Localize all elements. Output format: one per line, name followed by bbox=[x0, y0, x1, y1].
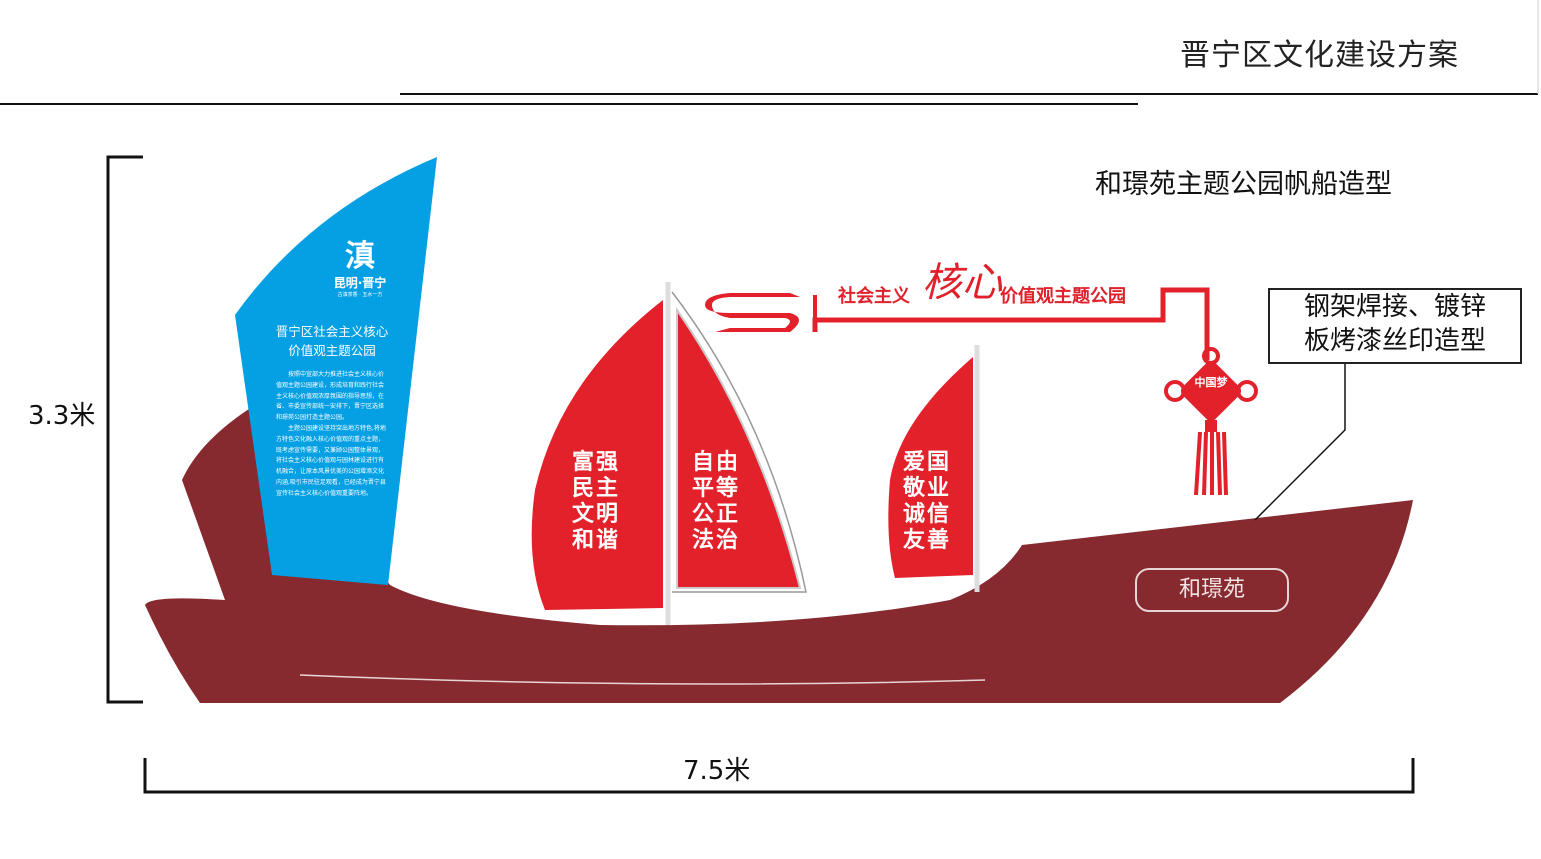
right-sail-values: 爱国 敬业 诚信 友善 bbox=[903, 450, 951, 554]
middle-red-sail bbox=[676, 306, 802, 589]
knot-text: 中国梦 bbox=[1194, 376, 1228, 389]
value-word: 和谐 bbox=[572, 528, 621, 553]
heading-line: 晋宁区社会主义核心 bbox=[275, 324, 389, 339]
banner-text-left: 社会主义 bbox=[838, 286, 910, 307]
value-word: 法治 bbox=[692, 528, 741, 553]
page-title: 晋宁区文化建设方案 bbox=[1180, 38, 1459, 73]
left-sail-values: 富强 民主 文明 和谐 bbox=[572, 450, 620, 554]
value-word: 平等 bbox=[692, 476, 741, 501]
height-dimension-label: 3.3米 bbox=[28, 401, 96, 431]
logo-text: 昆明·晋宁 bbox=[333, 276, 387, 290]
callout-line: 钢架焊接、镀锌 bbox=[1303, 292, 1486, 322]
value-word: 文明 bbox=[572, 502, 621, 527]
value-word: 公正 bbox=[692, 502, 741, 527]
height-bracket bbox=[106, 155, 143, 704]
logo-tagline: 古滇茶香 · 五水一方 bbox=[337, 292, 383, 298]
blue-sail-heading: 晋宁区社会主义核心 价值观主题公园 bbox=[262, 322, 402, 360]
value-word: 爱国 bbox=[903, 450, 952, 475]
value-word: 富强 bbox=[572, 450, 621, 475]
hull-name-plaque: 和璟苑 bbox=[1135, 568, 1289, 612]
heading-line: 价值观主题公园 bbox=[288, 343, 376, 358]
logo: 滇 昆明·晋宁 古滇茶香 · 五水一方 bbox=[300, 239, 420, 299]
blue-sail-body: 按照中宣部大力推进社会主义核心价值观主题公园建设，形成培育和践行社会主义核心价值… bbox=[276, 370, 386, 500]
middle-sail-values: 自由 平等 公正 法治 bbox=[692, 450, 740, 554]
value-word: 自由 bbox=[692, 450, 741, 475]
drawing-subtitle: 和璟苑主题公园帆船造型 bbox=[1095, 169, 1392, 200]
banner-text-right: 价值观主题公园 bbox=[1000, 286, 1126, 307]
value-word: 友善 bbox=[903, 528, 952, 553]
width-bracket bbox=[143, 758, 1415, 794]
material-callout: 钢架焊接、镀锌 板烤漆丝印造型 bbox=[1268, 288, 1522, 364]
logo-mark-icon: 滇 bbox=[345, 239, 375, 274]
blue-info-sail bbox=[235, 157, 437, 585]
right-red-sail bbox=[888, 357, 973, 578]
value-word: 诚信 bbox=[903, 502, 952, 527]
banner-core-text: 核心 bbox=[922, 260, 1002, 306]
value-word: 民主 bbox=[572, 476, 621, 501]
body-paragraph: 按照中宣部大力推进社会主义核心价值观主题公园建设，形成培育和践行社会主义核心价值… bbox=[276, 371, 385, 422]
value-word: 敬业 bbox=[903, 476, 952, 501]
body-paragraph: 主题公园建设坚持突出地方特色,将地方特色文化融入核心价值观的重点主题，既考虑宣传… bbox=[276, 424, 386, 497]
width-dimension-label: 7.5米 bbox=[683, 756, 751, 786]
callout-leader-line bbox=[1254, 362, 1346, 521]
left-red-sail bbox=[531, 300, 663, 610]
callout-line: 板烤漆丝印造型 bbox=[1303, 326, 1486, 356]
chinese-knot-icon bbox=[1164, 347, 1258, 496]
banner-s-ribbon bbox=[705, 293, 800, 332]
boat-hull bbox=[145, 405, 1413, 703]
